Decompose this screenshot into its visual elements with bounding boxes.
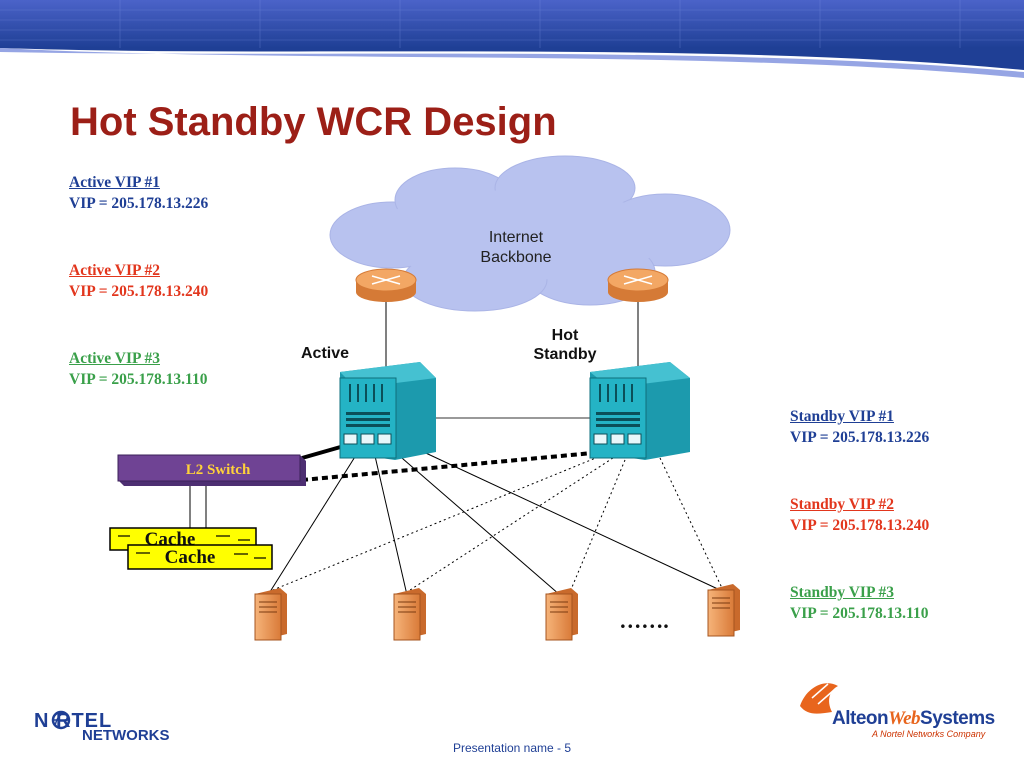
standby-vip-1-heading: Standby VIP #1 [790, 408, 894, 425]
slide-title: Hot Standby WCR Design [70, 100, 557, 144]
server-icon [707, 584, 740, 637]
internet-cloud [329, 155, 731, 312]
cache-label: Cache [165, 547, 216, 568]
standby-vip-3-heading: Standby VIP #3 [790, 584, 894, 601]
active-vip-3-heading: Active VIP #3 [69, 350, 160, 367]
server-icon [545, 588, 578, 641]
active-vip-1-heading: Active VIP #1 [69, 174, 160, 191]
active-switch-label: Active [301, 345, 349, 362]
alteon-suffix: Systems [920, 708, 995, 729]
cloud-label-line2: Backbone [480, 249, 551, 266]
standby-vip-3-address: VIP = 205.178.13.110 [790, 605, 929, 622]
slide-footer: Presentation name - 5 [452, 741, 572, 755]
svg-text:AlteonWebSystems: AlteonWebSystems [832, 708, 995, 729]
globe-icon [51, 710, 71, 730]
active-vip-1: Active VIP #1 VIP = 205.178.13.226 [69, 172, 208, 214]
alteon-swirl-icon [800, 683, 838, 714]
active-vip-3: Active VIP #3 VIP = 205.178.13.110 [69, 348, 207, 390]
standby-label: Standby [533, 346, 596, 363]
active-vip-1-address: VIP = 205.178.13.226 [69, 195, 209, 212]
standby-links [267, 454, 723, 593]
standby-vip-2: Standby VIP #2 VIP = 205.178.13.240 [790, 494, 929, 536]
standby-vip-1-address: VIP = 205.178.13.226 [790, 429, 930, 446]
standby-switch-icon [589, 362, 690, 460]
server-icon [254, 588, 287, 641]
nortel-logo-line2: NETWORKS [82, 727, 170, 744]
active-vip-2-heading: Active VIP #2 [69, 262, 160, 279]
alteon-web: Web [888, 708, 920, 729]
alteon-logo: AlteonWebSystems [800, 683, 995, 729]
l2-switch-icon [117, 454, 306, 486]
nortel-logo: N RTEL NETWORKS [34, 710, 170, 744]
cloud-label-line1: Internet [489, 229, 544, 246]
hot-label: Hot [552, 327, 579, 344]
router-icon [355, 268, 417, 302]
l2-switch-label: L2 Switch [186, 462, 251, 478]
active-vip-2: Active VIP #2 VIP = 205.178.13.240 [69, 260, 208, 302]
top-banner [0, 0, 1024, 78]
standby-vip-3: Standby VIP #3 VIP = 205.178.13.110 [790, 582, 928, 624]
more-servers-ellipsis: ……. [619, 608, 669, 633]
standby-uplink [301, 448, 626, 482]
active-switch-icon [339, 362, 436, 460]
alteon-prefix: Alteon [832, 708, 888, 729]
standby-vip-2-address: VIP = 205.178.13.240 [790, 517, 930, 534]
standby-vip-2-heading: Standby VIP #2 [790, 496, 894, 513]
standby-vip-1: Standby VIP #1 VIP = 205.178.13.226 [790, 406, 929, 448]
active-vip-3-address: VIP = 205.178.13.110 [69, 371, 208, 388]
server-icon [393, 588, 426, 641]
router-icon [607, 268, 669, 302]
active-vip-2-address: VIP = 205.178.13.240 [69, 283, 209, 300]
cache-icon [127, 544, 273, 570]
alteon-tagline: A Nortel Networks Company [872, 729, 986, 739]
